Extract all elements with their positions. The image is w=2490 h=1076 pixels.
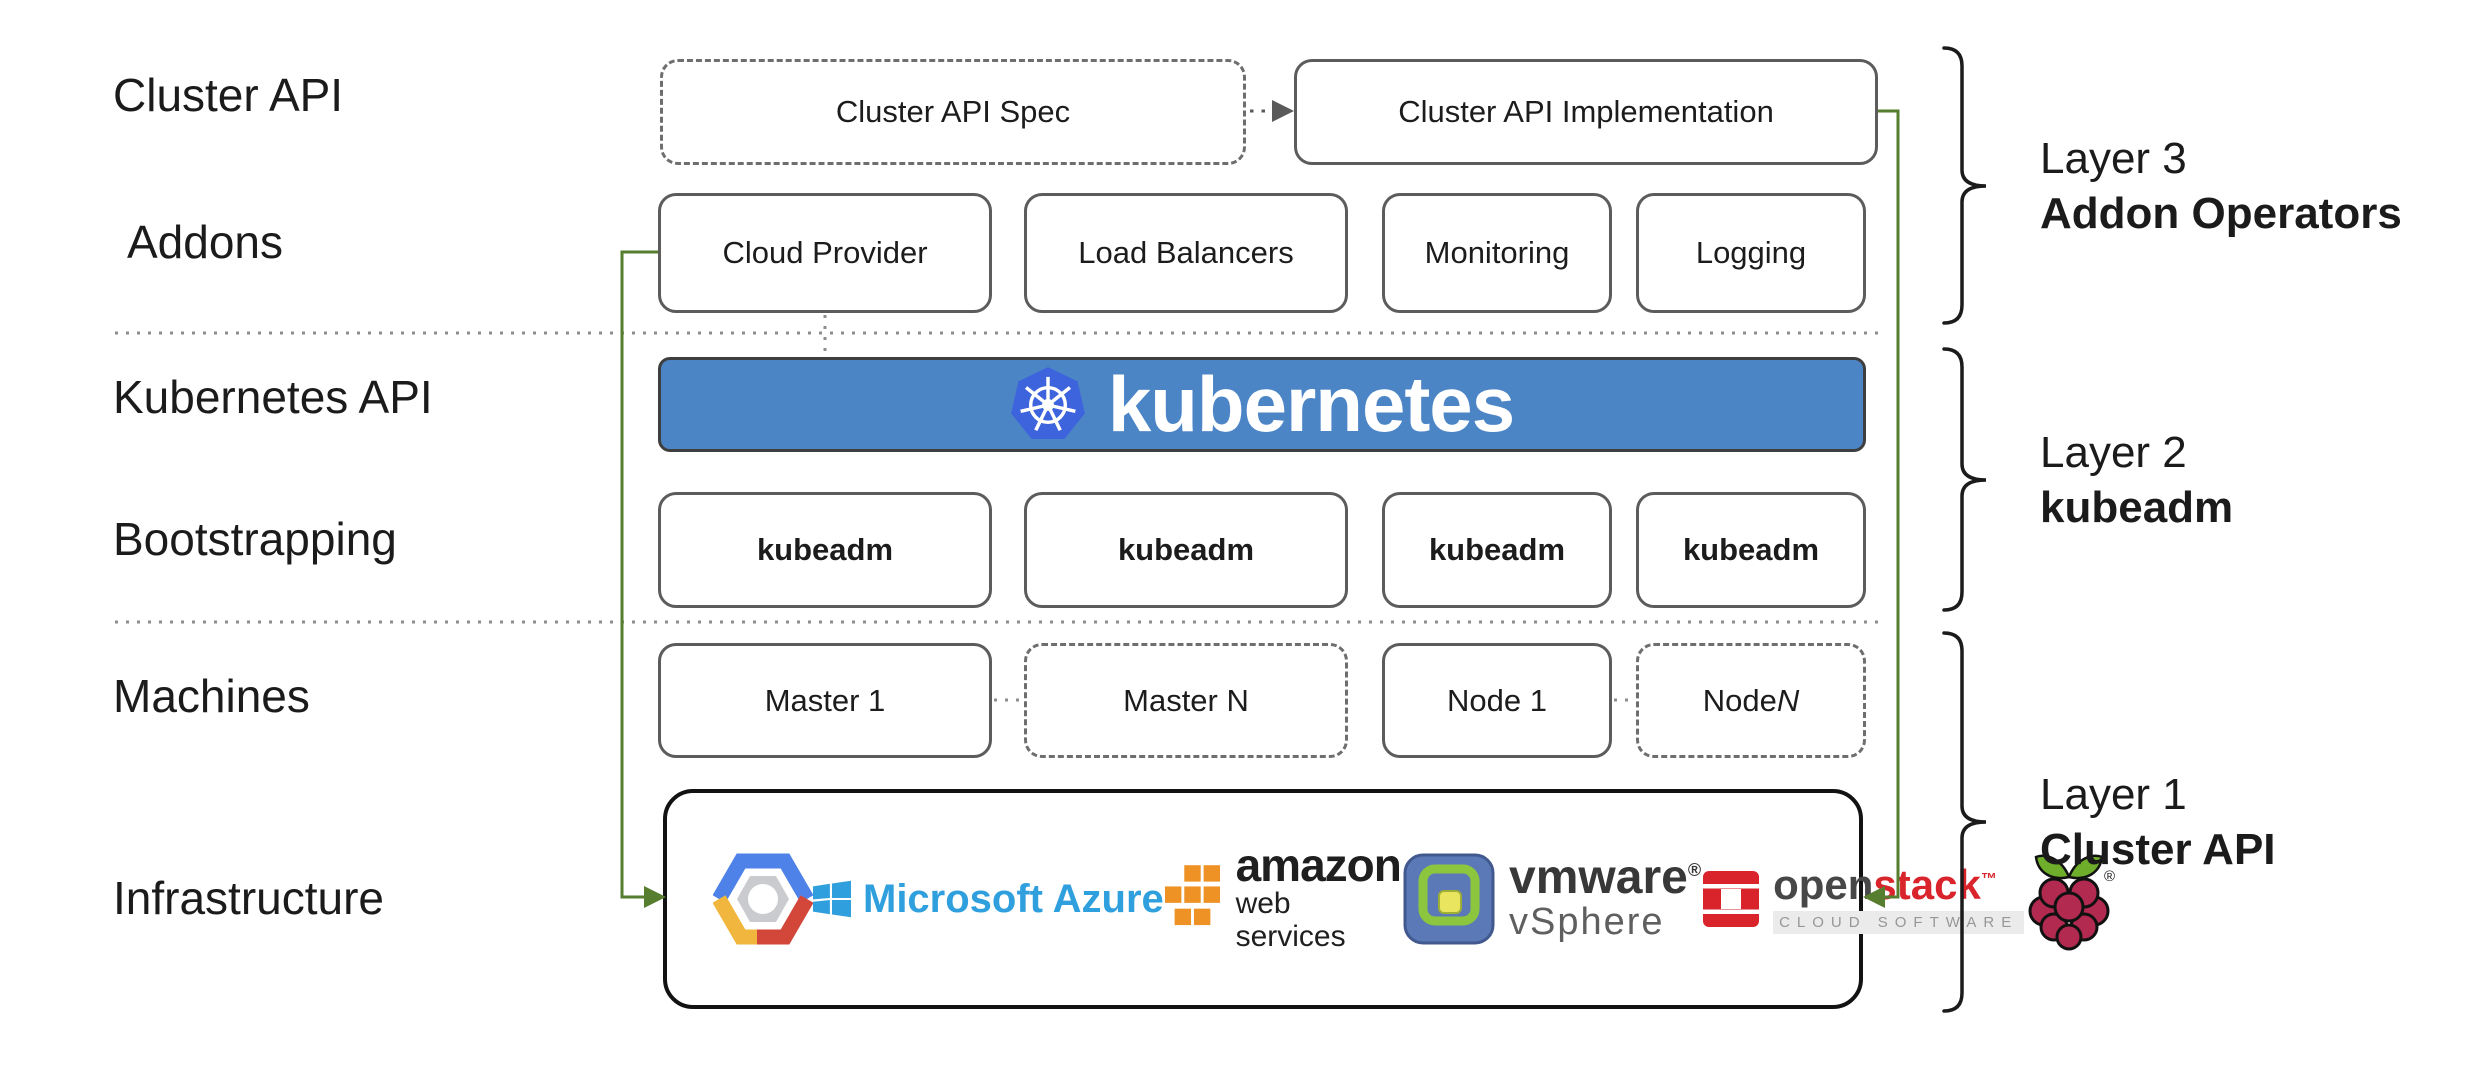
addon-logging-box: Logging — [1636, 193, 1866, 313]
addon-monitoring-label: Monitoring — [1424, 235, 1570, 270]
node-n-box: Node N — [1636, 643, 1866, 758]
kubernetes-logo-icon — [1011, 366, 1085, 439]
addon-logging-label: Logging — [1695, 235, 1807, 270]
openstack-icon — [1701, 871, 1762, 927]
addon-cloud-provider-label: Cloud Provider — [722, 235, 928, 270]
layer-2-line2: kubeadm — [2040, 483, 2234, 532]
node-n-label: Node — [1702, 682, 1777, 718]
microsoft-azure-icon — [813, 880, 851, 918]
addon-monitoring-box: Monitoring — [1382, 193, 1612, 313]
openstack-tm-mark: ™ — [1980, 871, 1997, 888]
kubeadm-box-2: kubeadm — [1024, 492, 1348, 608]
cluster-api-spec-box: Cluster API Spec — [660, 59, 1246, 165]
brace-layer-1 — [1942, 631, 1987, 1013]
row-label-machines: Machines — [113, 670, 310, 722]
layer-1-label: Layer 1 Cluster API — [2040, 767, 2276, 877]
google-cloud-logo — [713, 845, 813, 953]
openstack-logo: openstack™ CLOUD SOFTWARE — [1701, 861, 2025, 934]
row-label-infrastructure: Infrastructure — [113, 872, 384, 924]
master-1-label: Master 1 — [764, 682, 886, 718]
raspberry-pi-logo: ® — [2024, 847, 2116, 951]
addon-cloud-provider-box: Cloud Provider — [658, 193, 992, 313]
master-n-label: Master N — [1123, 682, 1249, 718]
green-line-right — [1878, 109, 1900, 899]
spec-to-implementation-arrowhead — [1272, 100, 1294, 122]
addon-load-balancers-box: Load Balancers — [1024, 193, 1348, 313]
brace-layer-3 — [1942, 46, 1987, 325]
infrastructure-box: Microsoft Azure amazon web services — [663, 789, 2115, 1009]
kubeadm-label: kubeadm — [756, 532, 894, 567]
node-n-italic: N — [1776, 682, 1800, 718]
layer-2-label: Layer 2 kubeadm — [2040, 425, 2233, 535]
brace-layer-2 — [1942, 347, 1987, 612]
vmware-badge-icon — [1403, 853, 1495, 945]
row-label-cluster-api: Cluster API — [113, 69, 344, 121]
microsoft-azure-logo: Microsoft Azure — [813, 877, 1164, 922]
aws-cubes-icon — [1164, 865, 1220, 926]
kubeadm-box-4: kubeadm — [1636, 492, 1866, 608]
node-1-label: Node 1 — [1447, 682, 1547, 718]
node-1-box: Node 1 — [1382, 643, 1612, 758]
row-label-addons: Addons — [127, 216, 284, 268]
row-label-kubernetes-api: Kubernetes API — [113, 371, 433, 423]
kubeadm-label: kubeadm — [1428, 532, 1566, 567]
kubeadm-box-1: kubeadm — [658, 492, 992, 608]
openstack-subtitle: CLOUD SOFTWARE — [1773, 911, 2025, 934]
aws-subtitle: web services — [1235, 886, 1346, 953]
aws-logo: amazon web services — [1164, 839, 1403, 953]
microsoft-azure-label: Microsoft Azure — [863, 876, 1164, 921]
openstack-wordmark: openstack™ — [1773, 861, 1997, 908]
cluster-api-implementation-box: Cluster API Implementation — [1294, 59, 1878, 165]
rpi-registered-mark: ® — [2104, 868, 2115, 885]
kubeadm-label: kubeadm — [1682, 532, 1820, 567]
addon-load-balancers-label: Load Balancers — [1078, 235, 1294, 270]
kubernetes-wordmark: kubernetes — [1107, 360, 1515, 448]
vmware-wordmark: vmware® — [1509, 851, 1702, 905]
row-label-bootstrapping: Bootstrapping — [113, 513, 397, 565]
kubernetes-banner: kubernetes — [658, 357, 1866, 452]
raspberry-pi-icon: ® — [2028, 854, 2115, 951]
kubeadm-label: kubeadm — [1117, 532, 1255, 567]
green-line-left — [620, 250, 658, 899]
layer-1-line2: Cluster API — [2040, 825, 2276, 874]
vmware-vsphere-logo: vmware® vSphere — [1403, 853, 1701, 945]
vsphere-label: vSphere — [1509, 901, 1665, 944]
cluster-api-spec-label: Cluster API Spec — [835, 94, 1071, 129]
vmware-registered-mark: ® — [1687, 860, 1702, 881]
layer-3-line2: Addon Operators — [2040, 189, 2402, 238]
layer-1-line1: Layer 1 — [2040, 770, 2187, 819]
master-n-box: Master N — [1024, 643, 1348, 758]
google-cloud-icon — [713, 853, 813, 945]
kubeadm-box-3: kubeadm — [1382, 492, 1612, 608]
master-1-box: Master 1 — [658, 643, 992, 758]
aws-wordmark: amazon — [1235, 839, 1402, 892]
cluster-api-implementation-label: Cluster API Implementation — [1398, 94, 1774, 129]
layer-2-line1: Layer 2 — [2040, 428, 2187, 477]
layer-3-label: Layer 3 Addon Operators — [2040, 131, 2402, 241]
layer-3-line1: Layer 3 — [2040, 134, 2187, 183]
